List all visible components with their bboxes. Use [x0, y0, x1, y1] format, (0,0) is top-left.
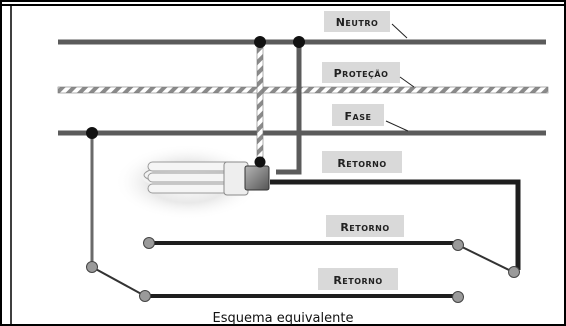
lamp [140, 161, 270, 196]
terminal [143, 237, 155, 249]
label-bg [318, 268, 398, 290]
terminal [508, 266, 520, 278]
label-pointer [385, 120, 409, 132]
protecao-label: Proteção [334, 67, 389, 80]
switch-2-lever [457, 244, 514, 273]
label-bg [326, 215, 404, 237]
junction-node [254, 156, 266, 168]
terminal [139, 290, 151, 302]
retorno-wire-1 [270, 179, 521, 270]
label-bg [322, 151, 402, 173]
label-bg [332, 104, 384, 126]
diagram-caption: Esquema equivalente [213, 311, 354, 326]
protecao-drop [256, 43, 264, 163]
retorno-label-3: Retorno [333, 274, 382, 287]
junction-node [293, 36, 305, 48]
junction-node [86, 127, 98, 139]
terminal [452, 291, 464, 303]
lamp-socket [244, 165, 270, 191]
label-pointer [391, 23, 408, 39]
neutro-label: Neutro [336, 16, 379, 29]
terminal [452, 239, 464, 251]
fase-label: Fase [345, 110, 372, 123]
retorno-label-1: Retorno [337, 157, 386, 170]
label-bg [322, 62, 400, 83]
protecao-wire [57, 86, 549, 94]
lamp-base [223, 161, 249, 196]
switch-1-lever [91, 266, 146, 297]
terminal [86, 261, 98, 273]
junction-node [254, 36, 266, 48]
retorno-label-2: Retorno [340, 221, 389, 234]
neutro-drop [276, 42, 302, 175]
label-bg [324, 11, 390, 32]
label-pointer [399, 76, 415, 88]
